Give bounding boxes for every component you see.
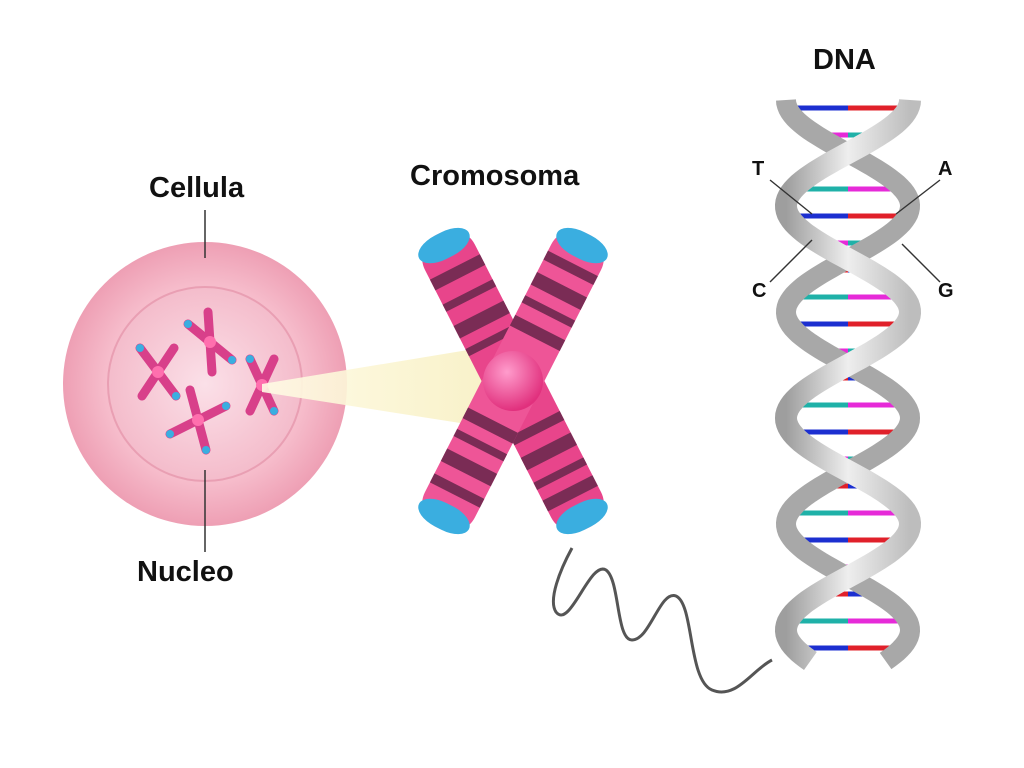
dna-helix xyxy=(774,99,922,670)
small-chromosome xyxy=(183,307,237,377)
cell-label: Cellula xyxy=(149,172,245,204)
base-a-label: A xyxy=(938,158,953,180)
base-pointer-lines xyxy=(769,179,941,283)
small-chromosome xyxy=(135,343,181,401)
base-c-label: C xyxy=(752,280,767,302)
base-t-label: T xyxy=(752,158,765,180)
cell xyxy=(63,242,347,526)
dna-label: DNA xyxy=(813,44,876,76)
base-g-label: G xyxy=(938,280,954,302)
nucleus-label: Nucleo xyxy=(137,556,234,588)
small-chromosome xyxy=(165,385,231,455)
centromere xyxy=(483,351,543,411)
zoom-beam xyxy=(262,348,505,430)
chromosome xyxy=(418,227,608,535)
chromosome-label: Cromosoma xyxy=(410,160,580,192)
dna-strand xyxy=(551,547,773,694)
